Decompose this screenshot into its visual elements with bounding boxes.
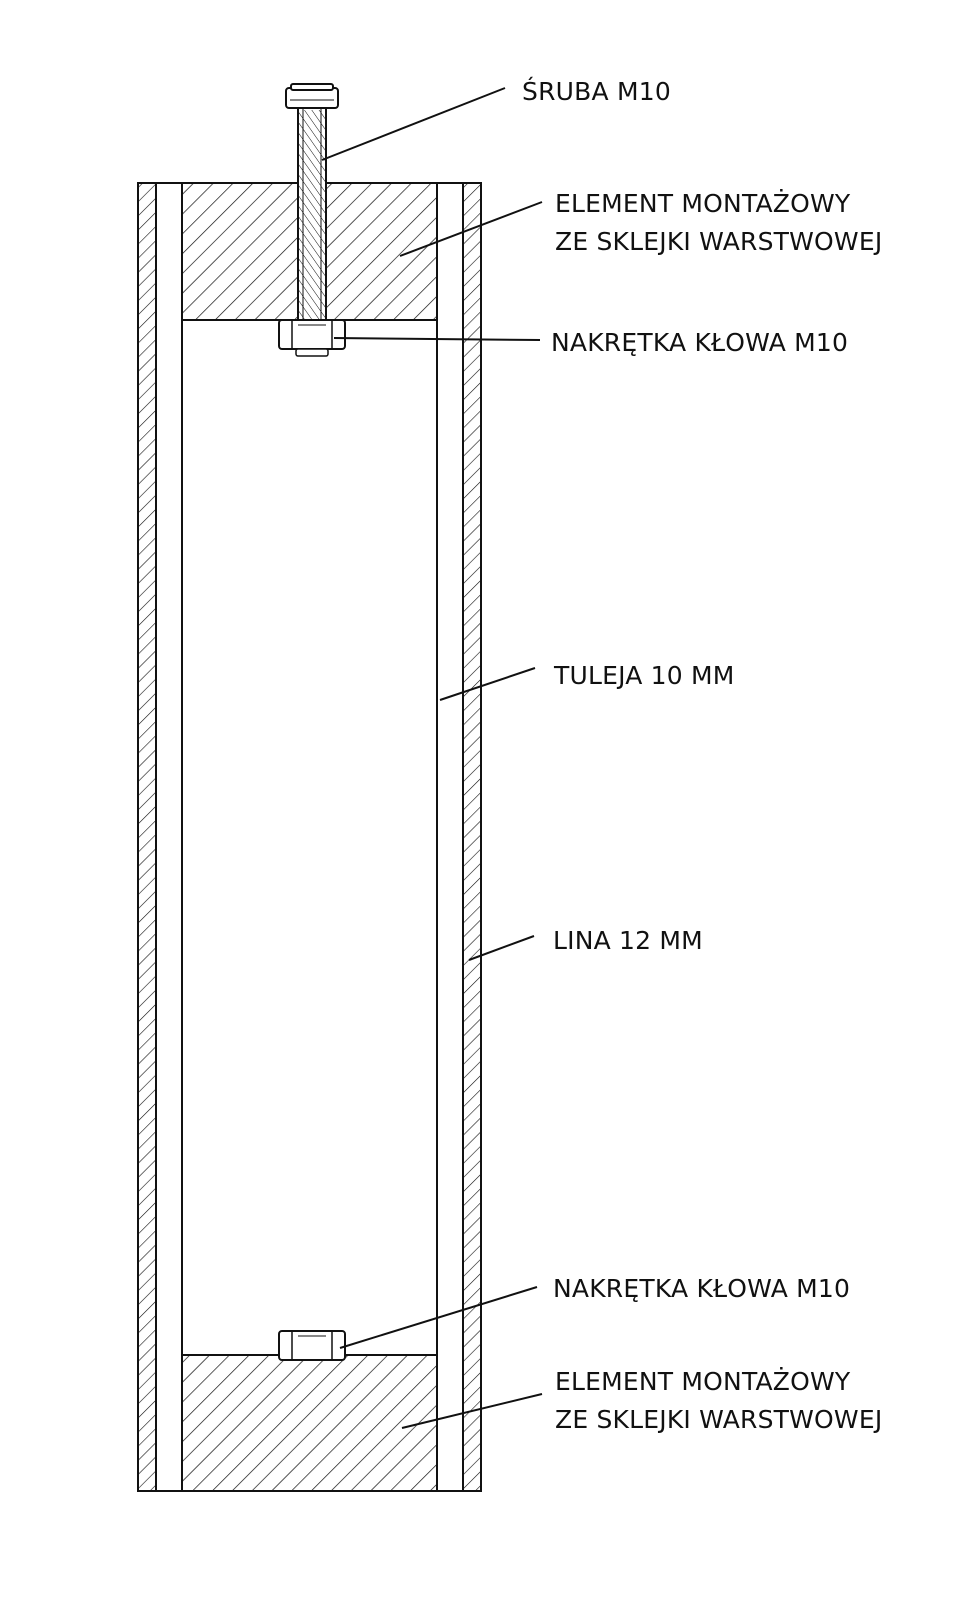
label-bottom-block-line1: ELEMENT MONTAŻOWY	[555, 1367, 851, 1396]
outer-frame	[137, 182, 482, 1492]
label-bottom-block-line2: ZE SKLEJKI WARSTWOWEJ	[555, 1405, 882, 1434]
label-top-block-line2: ZE SKLEJKI WARSTWOWEJ	[555, 227, 882, 256]
leader-rope	[468, 935, 535, 961]
bottom-nut	[278, 1330, 346, 1361]
label-bolt: ŚRUBA M10	[522, 76, 671, 106]
left-sleeve	[155, 182, 183, 1492]
right-sleeve	[436, 182, 464, 1492]
right-rope-hatch	[462, 182, 482, 1492]
label-top-nut: NAKRĘTKA KŁOWA M10	[551, 328, 848, 357]
label-rope: LINA 12 MM	[553, 926, 703, 955]
leader-bolt	[321, 87, 506, 161]
bolt-head	[285, 83, 339, 109]
leader-sleeve	[439, 667, 536, 701]
label-sleeve: TULEJA 10 MM	[553, 661, 735, 690]
label-top-block-line1: ELEMENT MONTAŻOWY	[555, 189, 851, 218]
leader-top-block	[399, 201, 543, 257]
leader-bottom-nut	[339, 1286, 538, 1349]
top-nut	[278, 319, 346, 357]
left-rope-hatch	[137, 182, 157, 1492]
leader-bottom-block	[401, 1393, 543, 1429]
leader-top-nut	[333, 337, 541, 341]
label-bottom-nut: NAKRĘTKA KŁOWA M10	[553, 1274, 850, 1303]
bottom-mounting-block	[181, 1354, 438, 1492]
